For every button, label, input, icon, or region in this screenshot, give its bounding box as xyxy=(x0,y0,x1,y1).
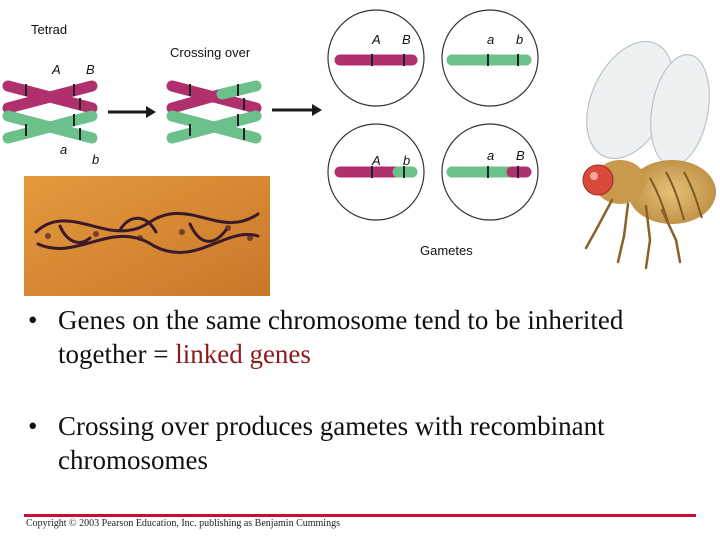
tetrad-allele-b: b xyxy=(92,152,100,167)
gamete-chromosome-3 xyxy=(334,166,418,178)
bullet-item-2: • Crossing over produces gametes with re… xyxy=(28,409,668,477)
gamete-2-allele-right: b xyxy=(516,32,524,47)
bullet-2-text: Crossing over produces gametes with reco… xyxy=(58,411,605,475)
arrow-2 xyxy=(272,104,322,116)
bullet-dot: • xyxy=(28,305,38,335)
gamete-chromosome-1 xyxy=(334,54,418,66)
copyright-text: Copyright © 2003 Pearson Education, Inc.… xyxy=(26,518,340,529)
arrow-1 xyxy=(108,106,156,118)
crossing-over-diagram xyxy=(2,9,716,296)
bullet-1-highlight: linked genes xyxy=(175,339,311,369)
gamete-4-allele-right: B xyxy=(516,148,525,163)
chromosome-micrograph xyxy=(24,176,270,296)
gamete-2-allele-left: a xyxy=(487,32,495,47)
tetrad-chromosomes xyxy=(2,80,98,144)
tetrad-label: Tetrad xyxy=(31,22,68,37)
gamete-3-allele-left: A xyxy=(372,153,381,168)
gamete-4-allele-left: a xyxy=(487,148,495,163)
gamete-circles xyxy=(327,9,539,221)
gamete-chromosome-4 xyxy=(446,166,532,178)
tetrad-allele-A: A xyxy=(52,62,61,77)
crossover-chromosomes xyxy=(166,80,262,144)
gametes-label: Gametes xyxy=(420,243,473,258)
bullet-dot: • xyxy=(28,411,38,441)
tetrad-allele-B: B xyxy=(86,62,95,77)
gamete-1-allele-right: B xyxy=(402,32,411,47)
footer-rule xyxy=(24,514,696,517)
crossing-over-label: Crossing over xyxy=(170,45,251,60)
fruit-fly-illustration xyxy=(582,40,716,270)
tetrad-allele-a: a xyxy=(60,142,68,157)
bullet-list: • Genes on the same chromosome tend to b… xyxy=(28,303,668,515)
gamete-3-allele-right: b xyxy=(403,153,411,168)
bullet-item-1: • Genes on the same chromosome tend to b… xyxy=(28,303,668,371)
bullet-1-text: Genes on the same chromosome tend to be … xyxy=(58,305,624,369)
gamete-chromosome-2 xyxy=(446,54,532,66)
gamete-1-allele-left: A xyxy=(372,32,381,47)
